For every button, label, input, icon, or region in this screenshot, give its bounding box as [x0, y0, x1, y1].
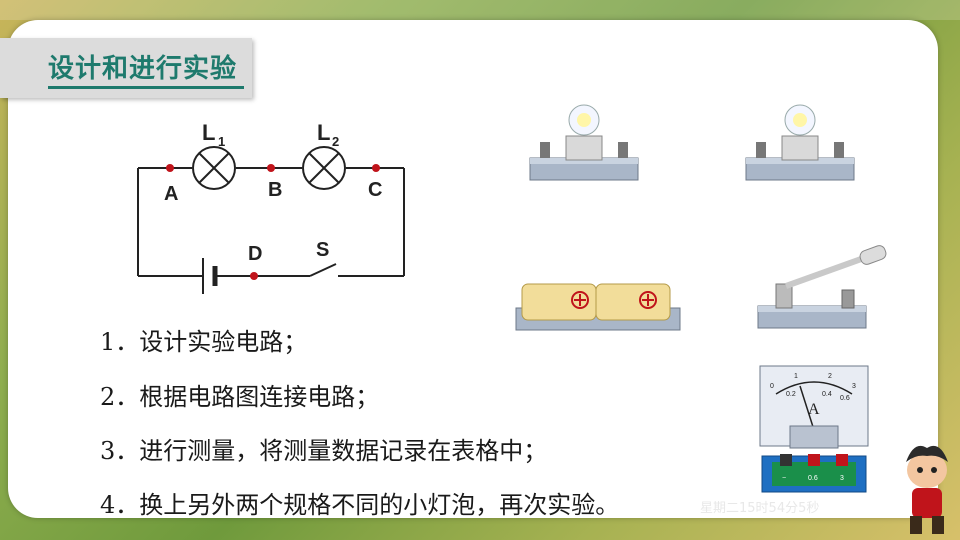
node-d: [250, 272, 258, 280]
node-c: [372, 164, 380, 172]
node-b: [267, 164, 275, 172]
point-c-label: C: [368, 179, 382, 201]
battery-box-icon: [515, 283, 681, 331]
step-4: 4．换上另外两个规格不同的小灯泡，再次实验。: [100, 491, 620, 519]
svg-text:1: 1: [794, 373, 798, 380]
knife-switch-icon: [757, 245, 887, 329]
bulb-holder-icon: [529, 104, 639, 181]
svg-text:0.6: 0.6: [840, 395, 850, 402]
svg-text:3: 3: [840, 475, 844, 482]
circuit-diagram: L 1 L 2 A B C D S: [137, 120, 405, 294]
mascot-icon: [906, 445, 948, 534]
page-title: 设计和进行实验: [48, 54, 238, 84]
switch-label: S: [316, 239, 329, 261]
svg-text:2: 2: [828, 373, 832, 380]
svg-text:0: 0: [770, 383, 774, 390]
point-b-label: B: [268, 179, 282, 201]
ammeter-icon: A 0 1 2 3 0.2 0.4 0.6 − 0.6 3: [759, 365, 869, 493]
step-1: 1．设计实验电路；: [100, 328, 308, 356]
ammeter-unit: A: [808, 401, 820, 418]
point-a-label: A: [164, 183, 178, 205]
svg-text:3: 3: [852, 383, 856, 390]
background-texture: [0, 0, 960, 20]
lamp1-subscript: 1: [218, 134, 225, 149]
switch-symbol-icon: [309, 263, 337, 277]
bulb-holder-icon: [745, 104, 855, 181]
title-underline: [48, 86, 244, 89]
lamp2-label: L: [317, 120, 330, 145]
step-2: 2．根据电路图连接电路；: [100, 383, 380, 411]
lamp2-subscript: 2: [332, 134, 339, 149]
svg-text:0.2: 0.2: [786, 391, 796, 398]
svg-text:−: −: [782, 475, 786, 482]
step-3: 3．进行测量，将测量数据记录在表格中；: [100, 437, 548, 465]
svg-text:0.6: 0.6: [808, 475, 818, 482]
timestamp-watermark: 星期二15时54分5秒: [700, 501, 820, 516]
point-d-label: D: [248, 243, 262, 265]
lamp-symbol-icon: [192, 146, 236, 190]
svg-text:0.4: 0.4: [822, 391, 832, 398]
battery-symbol-icon: [202, 258, 218, 294]
lamp-symbol-icon: [302, 146, 346, 190]
node-a: [166, 164, 174, 172]
lamp1-label: L: [202, 120, 215, 145]
